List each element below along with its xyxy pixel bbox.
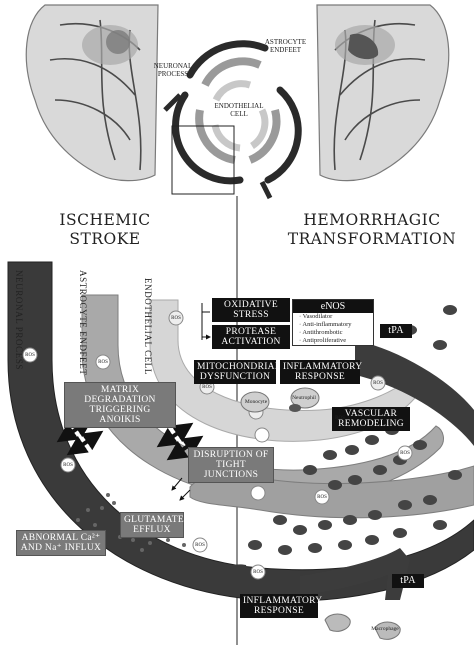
label-ros: ROS	[25, 353, 35, 358]
heading-hemorrhagic-transformation: HEMORRHAGIC TRANSFORMATION	[270, 211, 474, 249]
label-ros: ROS	[202, 385, 212, 390]
label-ros: ROS	[63, 463, 73, 468]
neurovascular-unit-inset	[163, 40, 302, 200]
enos-item: · Vasodilator	[299, 313, 333, 320]
left-brain-illustration	[25, 4, 159, 182]
heading-ischemic-line2: STROKE	[69, 230, 141, 248]
label-ros: ROS	[253, 570, 263, 575]
heading-hemorrhagic-line2: TRANSFORMATION	[287, 230, 457, 248]
layer-label-astrocyte-endfeet: ASTROCYTE ENDFEET	[78, 270, 88, 376]
layer-label-endothelial-cell: ENDOTHELIAL CELL	[143, 278, 153, 375]
blood-cells	[248, 305, 462, 555]
label-ros: ROS	[400, 451, 410, 456]
box-abnormal-influx: ABNORMAL Ca²⁺AND Na⁺ INFLUX	[16, 530, 106, 556]
label-ros: ROS	[195, 543, 205, 548]
enos-title: eNOS	[293, 300, 373, 313]
enos-item: · Antithrombotic	[299, 329, 343, 336]
label-monocyte: Monocyte	[244, 399, 268, 405]
enos-item: · Antiproliferative	[299, 337, 347, 344]
enos-item: · Anti-inflammatory	[299, 321, 352, 328]
label-macrophage: Macrophage	[371, 626, 399, 632]
immune-cells	[240, 387, 401, 640]
label-ros: ROS	[171, 316, 181, 321]
tpa-top: tPA	[380, 324, 412, 338]
right-brain-illustration	[316, 4, 450, 182]
tpa-bottom: tPA	[392, 574, 424, 588]
heading-ischemic-line1: ISCHEMIC	[59, 211, 151, 229]
label-ros: ROS	[373, 381, 383, 386]
heading-ischemic-stroke: ISCHEMIC STROKE	[30, 211, 180, 249]
label-neutrophil: Neutrophil	[292, 395, 316, 401]
label-ros: ROS	[98, 360, 108, 365]
connector-lines	[171, 303, 210, 501]
zoom-box	[171, 125, 235, 195]
label-ros: ROS	[317, 495, 327, 500]
heading-hemorrhagic-line1: HEMORRHAGIC	[303, 211, 441, 229]
right-dark-band	[300, 340, 474, 600]
label-ros: ROS	[335, 416, 345, 421]
enos-panel: eNOS · Vasodilator · Anti-inflammatory ·…	[292, 299, 374, 346]
